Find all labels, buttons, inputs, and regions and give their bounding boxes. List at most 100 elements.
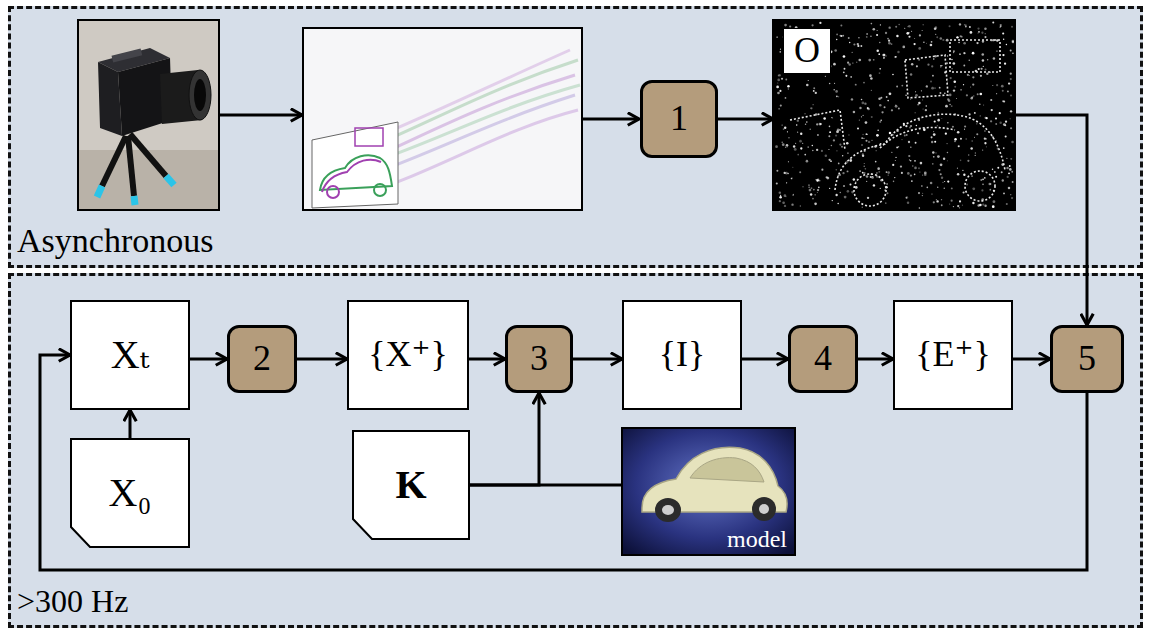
event-dot	[945, 105, 948, 108]
event-dot	[794, 61, 797, 64]
event-dot	[847, 170, 849, 172]
event-dot	[915, 94, 918, 97]
event-dot	[886, 183, 887, 184]
event-dot	[972, 187, 975, 190]
event-dot	[793, 145, 795, 147]
event-dot	[993, 57, 996, 60]
event-dot	[941, 204, 943, 206]
event-dot	[900, 165, 902, 167]
event-dot	[953, 50, 955, 52]
event-dot	[918, 47, 921, 50]
event-dot	[922, 195, 923, 196]
event-dot	[910, 73, 912, 75]
event-dot	[884, 106, 886, 108]
event-dot	[949, 104, 950, 105]
event-dot	[930, 80, 932, 82]
event-dot	[957, 131, 960, 134]
node-label: 3	[530, 339, 548, 379]
event-dot	[840, 25, 842, 27]
event-dot	[863, 172, 865, 174]
event-dot	[935, 152, 936, 153]
event-dot	[1010, 95, 1012, 97]
event-dot	[810, 193, 812, 195]
event-dot	[981, 32, 983, 34]
event-dot	[867, 197, 869, 199]
event-dot	[779, 196, 782, 199]
event-dot	[872, 28, 875, 31]
event-dot	[800, 147, 802, 149]
event-dot	[873, 184, 875, 186]
event-dot	[931, 41, 933, 43]
event-dot	[800, 205, 801, 206]
event-dot	[882, 54, 885, 57]
event-dot	[893, 181, 895, 183]
event-dot	[949, 94, 952, 97]
event-dot	[974, 137, 975, 138]
event-dot	[1003, 123, 1006, 126]
event-dot	[1009, 168, 1012, 171]
connector	[573, 358, 622, 361]
event-dot	[970, 86, 971, 87]
event-dot	[883, 58, 885, 60]
event-dot	[906, 196, 909, 199]
event-dot	[824, 49, 825, 50]
event-dot	[839, 35, 841, 37]
node-label: {X⁺}	[368, 335, 448, 375]
event-dot	[833, 63, 836, 66]
event-dot	[800, 133, 802, 135]
node-label: 5	[1078, 339, 1096, 379]
event-dot	[972, 52, 975, 55]
event-dot	[930, 44, 933, 47]
event-dot	[811, 187, 813, 189]
event-dot	[922, 174, 923, 175]
event-dot	[825, 155, 827, 157]
event-dot	[960, 89, 961, 90]
event-dot	[898, 146, 899, 147]
event-dot	[921, 185, 923, 187]
event-dot	[817, 189, 819, 191]
event-dot	[878, 171, 880, 173]
event-dot	[877, 30, 878, 31]
connector	[742, 358, 788, 361]
event-dot	[1012, 40, 1015, 43]
event-dot	[943, 158, 945, 160]
event-dot	[843, 55, 846, 58]
node-label: O	[783, 28, 831, 74]
event-dot	[981, 189, 983, 191]
node-label: 1	[670, 99, 688, 139]
event-dot	[901, 85, 903, 87]
event-dot	[835, 90, 838, 93]
event-dot	[787, 146, 788, 147]
event-dot	[871, 90, 872, 91]
event-dot	[926, 85, 928, 87]
event-dot	[963, 84, 964, 85]
event-dot	[938, 169, 940, 171]
event-dot	[996, 84, 998, 86]
event-dot	[865, 168, 867, 170]
event-dot	[791, 178, 792, 179]
process-step: 4	[788, 325, 858, 393]
event-dot	[977, 93, 979, 95]
event-dot	[1010, 158, 1012, 160]
event-dot	[947, 180, 949, 182]
event-dot	[805, 47, 806, 48]
event-dot	[952, 126, 954, 128]
event-dot	[993, 200, 996, 203]
event-dot	[974, 112, 976, 114]
process-step: 3	[505, 325, 573, 393]
event-dot	[813, 87, 815, 89]
event-dot	[1011, 197, 1013, 199]
event-dot	[821, 150, 823, 152]
event-dot	[910, 147, 911, 148]
event-frame-image	[773, 20, 1015, 210]
event-dot	[966, 183, 968, 185]
event-dot	[861, 144, 863, 146]
event-frame: O	[773, 20, 1015, 210]
event-dot	[816, 149, 818, 151]
event-dot	[961, 36, 963, 38]
event-dot	[775, 145, 778, 148]
event-dot	[863, 138, 864, 139]
event-dot	[940, 65, 942, 67]
event-dot	[954, 138, 957, 141]
event-dot	[779, 90, 781, 92]
